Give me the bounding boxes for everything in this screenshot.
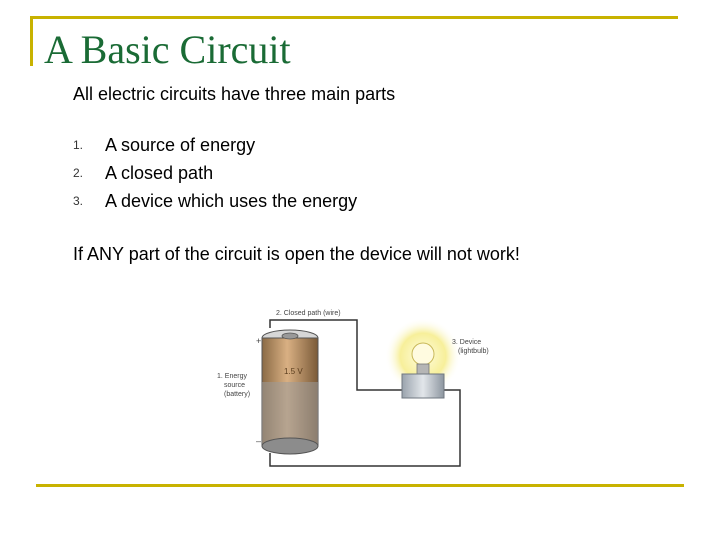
list-number: 3. bbox=[73, 194, 84, 208]
wire-bottom bbox=[269, 389, 461, 467]
slide-title: A Basic Circuit bbox=[44, 27, 291, 72]
bulb-socket bbox=[401, 373, 445, 399]
device-label-line2: (lightbulb) bbox=[458, 348, 489, 355]
battery-voltage-label: 1.5 V bbox=[284, 367, 303, 376]
frame-left-line bbox=[30, 16, 33, 66]
plus-sign: + bbox=[256, 336, 261, 346]
energy-label-line3: (battery) bbox=[224, 391, 250, 398]
intro-text: All electric circuits have three main pa… bbox=[73, 84, 396, 104]
minus-sign: – bbox=[256, 436, 261, 446]
closed-path-label: 2. Closed path (wire) bbox=[276, 310, 341, 317]
list-item-text: A closed path bbox=[105, 163, 214, 183]
list-item-text: A source of energy bbox=[105, 135, 256, 155]
warning-text: If ANY part of the circuit is open the d… bbox=[73, 244, 520, 264]
frame-top-line bbox=[30, 16, 678, 19]
list-number: 1. bbox=[73, 138, 84, 152]
list-number: 2. bbox=[73, 166, 84, 180]
frame-bottom-line bbox=[36, 484, 684, 487]
list-item-text: A device which uses the energy bbox=[105, 191, 358, 211]
wire-top bbox=[269, 319, 402, 391]
energy-label-line2: source bbox=[224, 382, 245, 389]
circuit-diagram: 2. Closed path (wire) 3. Device (lightbu… bbox=[217, 310, 489, 467]
device-label-line1: 3. Device bbox=[452, 339, 481, 346]
lightbulb-icon bbox=[411, 342, 435, 366]
energy-label-line1: 1. Energy bbox=[217, 373, 247, 380]
